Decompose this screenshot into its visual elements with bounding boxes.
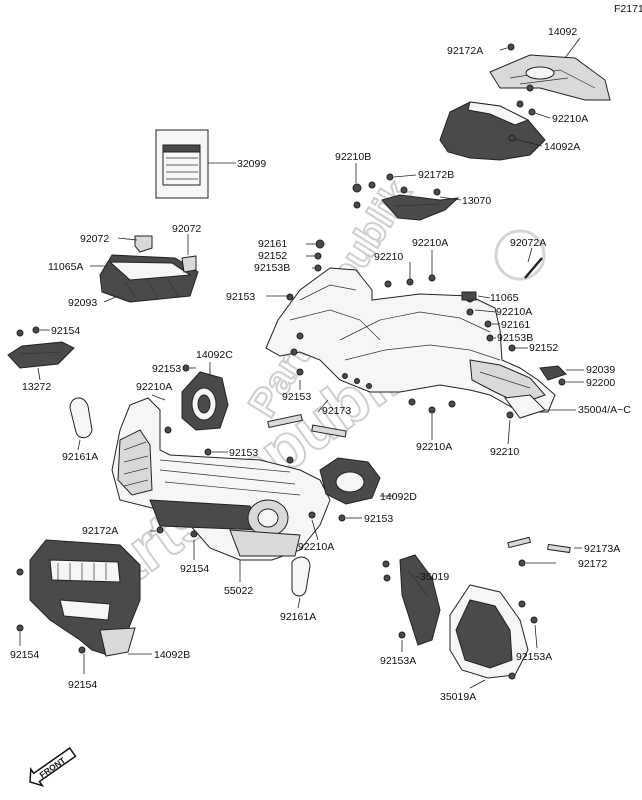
part-92173-b (311, 424, 347, 438)
label-92172A-top: 92172A (447, 45, 483, 57)
label-92210A-center: 92210A (412, 237, 448, 249)
label-92153A-left: 92153A (380, 655, 416, 667)
label-92153-m: 92153 (282, 391, 311, 403)
part-13272 (7, 341, 75, 369)
part-14092D (319, 457, 381, 505)
part-92161A-bottom (291, 556, 311, 597)
label-11065: 11065 (490, 292, 519, 304)
part-14092-cover (489, 54, 611, 101)
label-92210-center: 92210 (374, 251, 403, 263)
part-13070 (381, 194, 460, 221)
front-arrow-icon: FRONT (29, 747, 77, 787)
watermark-gear-icon (494, 229, 546, 281)
label-92153-d: 92153 (364, 513, 393, 525)
label-13070: 13070 (462, 195, 491, 207)
label-92173A: 92173A (584, 543, 620, 555)
label-92154-m: 92154 (180, 563, 209, 575)
label-92210A-cb: 92210A (416, 441, 452, 453)
part-14092B (29, 539, 141, 657)
part-11065 (461, 291, 477, 301)
label-92152-center: 92152 (258, 250, 287, 262)
label-92172A-bottom: 92172A (82, 525, 118, 537)
label-92161-center: 92161 (258, 238, 287, 250)
part-92072-left (134, 235, 153, 253)
part-92072A (524, 257, 543, 279)
label-92072-left: 92072 (80, 233, 109, 245)
label-92153B-center: 92153B (254, 262, 290, 274)
label-14092A: 14092A (544, 141, 580, 153)
label-14092: 14092 (548, 26, 577, 38)
label-92200: 92200 (586, 377, 615, 389)
part-35019A (449, 584, 529, 679)
label-92154-bl2: 92154 (68, 679, 97, 691)
label-92173: 92173 (322, 405, 351, 417)
label-92161A-left: 92161A (62, 451, 98, 463)
label-92161A-bottom: 92161A (280, 611, 316, 623)
part-front-fender (265, 267, 556, 413)
label-92153-mm: 92153 (229, 447, 258, 459)
part-35019 (399, 554, 441, 646)
label-55022: 55022 (224, 585, 253, 597)
label-92093: 92093 (68, 297, 97, 309)
label-11065A: 11065A (48, 261, 83, 273)
label-92153-ml: 92153 (152, 363, 181, 375)
part-14092C (181, 371, 229, 431)
fender-fasteners (286, 239, 566, 419)
label-92210A-ml: 92210A (136, 381, 172, 393)
label-92210A-bottom: 92210A (298, 541, 334, 553)
label-92153-center: 92153 (226, 291, 255, 303)
part-11065A-tray (99, 254, 199, 303)
label-92152-right: 92152 (529, 342, 558, 354)
label-14092D: 14092D (380, 491, 417, 503)
part-55022-frame (111, 397, 331, 561)
label-92072-right: 92072 (172, 223, 201, 235)
label-92154-left: 92154 (51, 325, 80, 337)
label-35004: 35004/A~C (578, 404, 631, 416)
label-92210A-right: 92210A (496, 306, 532, 318)
part-32099 (155, 129, 209, 199)
label-14092B: 14092B (154, 649, 190, 661)
label-92153B-right: 92153B (497, 332, 533, 344)
part-92161A-left (69, 397, 93, 439)
label-92172B: 92172B (418, 169, 454, 181)
part-92072-right (181, 255, 197, 273)
part-92173-a (267, 413, 303, 429)
label-92172-bottom: 92172 (578, 558, 607, 570)
label-92161-right: 92161 (501, 319, 530, 331)
part-14092A-guard (439, 101, 546, 161)
figure-code: F2171 (614, 3, 642, 15)
label-32099: 32099 (237, 158, 266, 170)
label-92210B: 92210B (335, 151, 371, 163)
label-14092C: 14092C (196, 349, 233, 361)
label-92039: 92039 (586, 364, 615, 376)
label-92072A: 92072A (510, 237, 546, 249)
part-92039 (539, 365, 567, 381)
label-92210-right: 92210 (490, 446, 519, 458)
label-35019A: 35019A (440, 691, 476, 703)
label-92153A-right: 92153A (516, 651, 552, 663)
label-13272: 13272 (22, 381, 51, 393)
label-92154-bl: 92154 (10, 649, 39, 661)
label-35019: 35019 (420, 571, 449, 583)
label-92210A-tr: 92210A (552, 113, 588, 125)
